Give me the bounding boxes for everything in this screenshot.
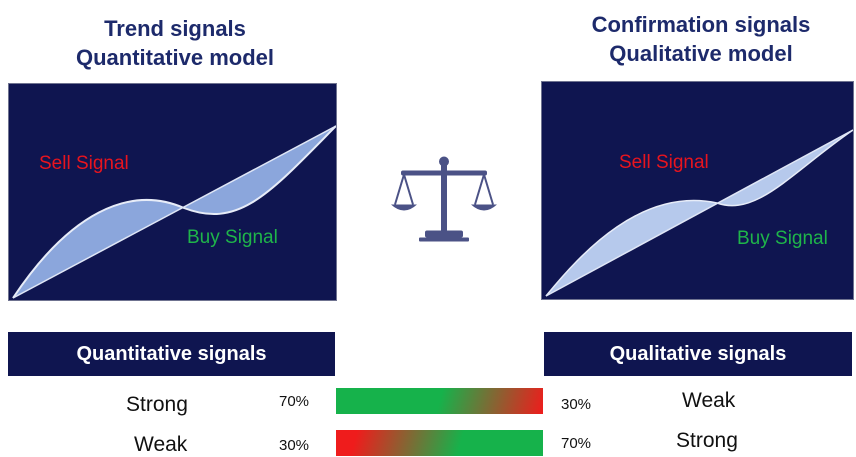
left-title: Trend signals Quantitative model xyxy=(20,14,330,72)
right-signal-panel: Sell Signal Buy Signal xyxy=(541,81,854,300)
row2-right-pct: 70% xyxy=(561,435,592,452)
left-title-line1: Trend signals xyxy=(104,16,246,41)
right-sell-label: Sell Signal xyxy=(619,152,709,173)
right-title-line1: Confirmation signals xyxy=(591,12,811,37)
left-trend-line xyxy=(12,125,336,299)
row2-left-label: Weak xyxy=(134,433,188,456)
right-trend-line xyxy=(545,129,853,297)
row1-right-pct: 30% xyxy=(561,396,592,413)
left-curve-line xyxy=(12,125,336,299)
right-title-line2: Qualitative model xyxy=(609,41,793,66)
row1-signal-bar xyxy=(336,388,543,414)
left-buy-label: Buy Signal xyxy=(187,227,278,248)
right-buy-label: Buy Signal xyxy=(737,228,828,249)
row1-left-pct: 70% xyxy=(279,393,310,410)
balance-scale-icon xyxy=(391,156,497,242)
left-sell-label: Sell Signal xyxy=(39,153,129,174)
row2-right-label: Strong xyxy=(676,429,738,452)
right-signal-chart xyxy=(545,129,853,297)
right-title: Confirmation signals Qualitative model xyxy=(546,10,856,68)
left-signal-panel: Sell Signal Buy Signal xyxy=(8,83,337,301)
left-signal-chart xyxy=(12,125,336,299)
qualitative-signals-header: Qualitative signals xyxy=(544,332,852,376)
row1-left-label: Strong xyxy=(126,393,188,416)
row2-signal-bar xyxy=(336,430,543,456)
row1-right-label: Weak xyxy=(682,389,736,412)
quantitative-signals-header: Quantitative signals xyxy=(8,332,335,376)
left-signal-area-lower xyxy=(184,126,336,215)
left-title-line2: Quantitative model xyxy=(75,45,275,70)
row2-left-pct: 30% xyxy=(279,437,310,454)
